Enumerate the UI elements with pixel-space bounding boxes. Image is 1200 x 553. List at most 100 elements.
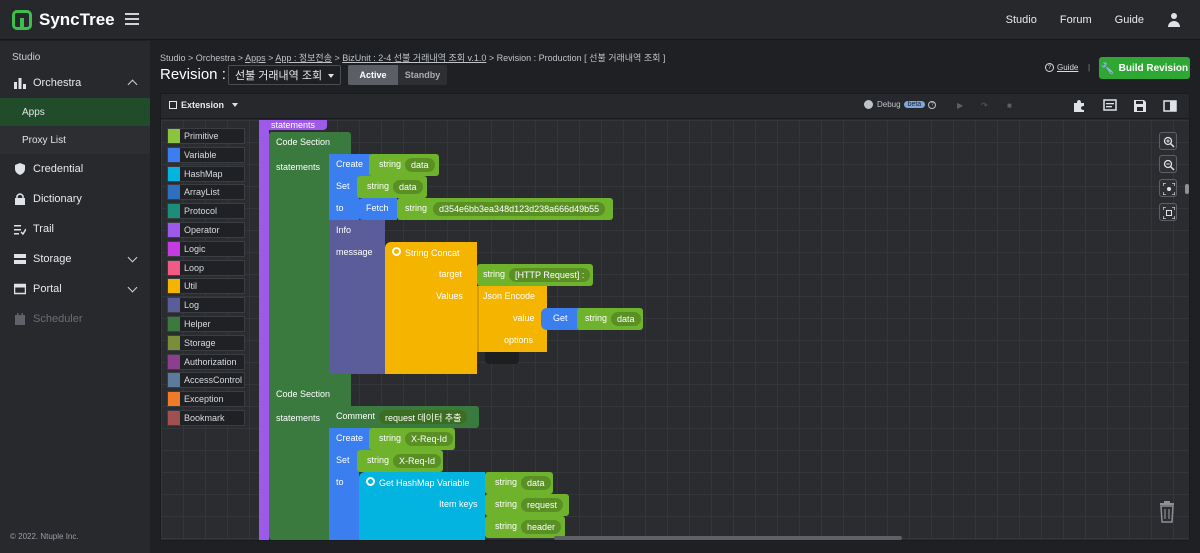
string-value[interactable]: data [521,476,551,490]
palette-swatch [168,129,180,143]
string-value[interactable]: request [521,498,564,512]
palette-item-protocol[interactable]: Protocol [167,203,245,220]
fit-screen-button[interactable] [1159,203,1177,221]
statements-block-spine [259,120,269,540]
string-value[interactable]: data [405,158,435,172]
guide-link[interactable]: ?Guide [1045,63,1078,72]
guide-link-label: Guide [1057,63,1079,72]
zoom-in-button[interactable] [1159,132,1177,150]
play-icon[interactable]: ▶ [957,101,964,110]
sidebar-item-storage[interactable]: Storage [0,245,150,273]
debug-toggle[interactable]: Debug beta ? [864,100,937,109]
palette-item-helper[interactable]: Helper [167,315,245,332]
palette-swatch [168,241,180,256]
block-label: string [585,313,608,323]
palette-item-authorization[interactable]: Authorization [167,353,245,370]
options-slot[interactable] [485,352,519,364]
block-label: Set [336,181,350,191]
nav-forum[interactable]: Forum [1059,14,1092,26]
string-value[interactable]: data [393,180,423,194]
panel-icon[interactable] [1163,99,1177,113]
palette-item-bookmark[interactable]: Bookmark [167,409,245,426]
fetch-block[interactable] [357,198,397,220]
string-value[interactable]: X-Req-Id [393,454,442,468]
sidebar-item-dictionary[interactable]: Dictionary [0,185,150,213]
step-over-icon[interactable]: ↷ [981,101,988,110]
string-value[interactable]: d354e6bb3ea348d123d238a666d49b55 [433,202,606,216]
string-value[interactable]: data [611,312,641,326]
palette-item-util[interactable]: Util [167,278,245,295]
nav-studio[interactable]: Studio [1005,14,1037,26]
palette-swatch [168,373,180,388]
palette-item-accesscontrol[interactable]: AccessControl [167,372,245,389]
puzzle-icon[interactable] [1072,99,1086,113]
comment-text[interactable]: request 데이터 추출 [379,410,468,424]
block-label: string [405,203,428,213]
breadcrumb-app-link[interactable]: App : 정보전송 [275,53,332,63]
info-log-block[interactable] [329,220,385,374]
active-toggle[interactable]: Active [348,65,398,85]
vertical-scrollbar[interactable] [1185,184,1189,194]
trash-icon[interactable] [1158,501,1176,523]
sidebar-item-proxy-list[interactable]: Proxy List [0,126,150,154]
string-value[interactable]: [HTTP Request] : [509,268,591,282]
sidebar-heading: Studio [12,52,41,63]
menu-icon[interactable] [125,13,139,25]
user-icon[interactable] [1167,13,1181,27]
palette-item-logic[interactable]: Logic [167,240,245,257]
sidebar-item-apps[interactable]: Apps [0,98,150,126]
palette-item-loop[interactable]: Loop [167,259,245,276]
breadcrumb-bizunit-link[interactable]: BizUnit : 2-4 선불 거래내역 조회 v.1.0 [342,53,487,63]
palette-swatch [168,166,180,181]
block-label: Comment [336,411,376,421]
palette-item-log[interactable]: Log [167,297,245,314]
string-value[interactable]: X-Req-Id [405,432,454,446]
palette-item-exception[interactable]: Exception [167,391,245,408]
palette-item-arraylist[interactable]: ArrayList [167,184,245,201]
standby-toggle[interactable]: Standby [398,65,447,85]
chevron-down-icon [127,282,138,293]
block-label: statements [276,162,321,172]
extension-dropdown[interactable]: Extension [169,100,239,110]
divider: | [1088,63,1091,72]
stop-icon[interactable]: ■ [1007,101,1012,110]
comment-icon[interactable] [1103,99,1117,113]
create-variable-block[interactable] [329,154,371,176]
get-hashmap-variable-block[interactable] [359,472,485,540]
sidebar-item-orchestra[interactable]: Orchestra [0,69,150,97]
palette-item-label: AccessControl [184,375,243,386]
help-circle-icon[interactable]: ? [928,100,937,109]
palette-item-primitive[interactable]: Primitive [167,128,245,144]
zoom-out-button[interactable] [1159,155,1177,173]
nav-guide[interactable]: Guide [1114,14,1144,26]
zoom-reset-button[interactable] [1159,179,1177,197]
sidebar-item-label: Credential [33,163,84,175]
palette-item-storage[interactable]: Storage [167,334,245,351]
palette-swatch [168,185,180,200]
logo[interactable]: SyncTree [12,10,115,30]
horizontal-scrollbar[interactable] [554,536,902,540]
sidebar-item-trail[interactable]: Trail [0,215,150,243]
json-encode-block[interactable] [477,286,547,352]
palette-swatch [168,354,180,369]
string-concat-block[interactable] [385,242,477,374]
bug-icon [864,100,873,109]
create-variable-block[interactable] [329,428,371,450]
palette-item-operator[interactable]: Operator [167,221,245,238]
set-variable-block[interactable] [329,450,359,540]
save-icon[interactable] [1133,99,1147,113]
palette-item-variable[interactable]: Variable [167,146,245,163]
get-variable-block[interactable] [541,308,581,330]
portal-icon [14,283,26,295]
palette-item-hashmap[interactable]: HashMap [167,165,245,182]
sidebar-item-credential[interactable]: Credential [0,155,150,183]
breadcrumb-apps-link[interactable]: Apps [245,53,266,63]
statements-block[interactable]: statements [259,120,327,130]
string-value[interactable]: header [521,520,562,534]
build-revision-button[interactable]: 🔧 Build Revision [1099,57,1190,79]
block-label: Code Section [276,389,331,399]
sidebar-item-portal[interactable]: Portal [0,275,150,303]
revision-select[interactable]: 선불 거래내역 조회 [228,65,341,85]
